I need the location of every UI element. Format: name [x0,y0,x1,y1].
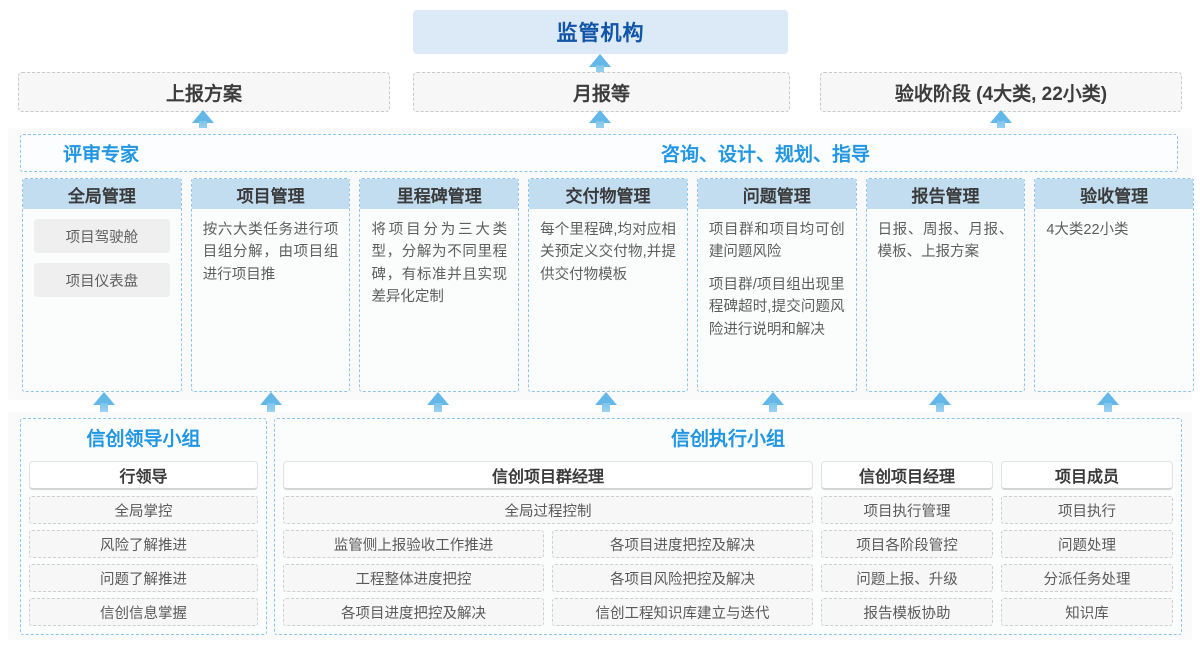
management-band: 评审专家 咨询、设计、规划、指导 全局管理 项目驾驶舱 项目仪表盘 项目管理 按… [8,128,1195,400]
role-item[interactable]: 报告模板协助 [821,598,993,626]
column-description: 4大类22小类 [1046,222,1129,238]
group-title-execution: 信创执行小组 [670,429,785,450]
role-item[interactable]: 项目执行管理 [821,496,993,524]
arrow-head-icon [1097,392,1119,405]
column-body: 将项目分为三大类型，分解为不同里程碑，有标准并且实现差异化定制 [360,209,518,391]
role-item[interactable]: 各项目进度把控及解决 [552,530,813,558]
banner-label-consulting: 咨询、设计、规划、指导 [661,144,871,166]
role-item-full-width[interactable]: 全局过程控制 [283,496,813,524]
role-item[interactable]: 问题了解推进 [29,564,258,592]
group-leadership: 信创领导小组 行领导 全局掌控 风险了解推进 问题了解推进 信创信息掌握 [20,418,267,635]
chip-item[interactable]: 项目仪表盘 [34,263,170,297]
role-column-program-manager: 信创项目群经理 全局过程控制 监管侧上报验收工作推进 工程整体进度把控 各项目进… [283,461,813,626]
program-manager-right-items: 各项目进度把控及解决 各项目风险把控及解决 信创工程知识库建立与迭代 [552,530,813,626]
role-item[interactable]: 工程整体进度把控 [283,564,544,592]
role-header: 信创项目经理 [821,461,993,490]
regulator-box: 监管机构 [413,10,788,54]
arrow-head-icon [990,110,1012,123]
role-item[interactable]: 问题处理 [1001,530,1173,558]
arrow-head-icon [589,110,611,123]
column-description: 按六大类任务进行项目组分解，由项目组进行项目推 [202,222,339,283]
column-header: 报告管理 [866,179,1025,209]
column-body: 项目群和项目均可创建问题风险 项目群/项目组出现里程碑超时,提交问题风险进行说明… [698,209,856,391]
program-manager-subcolumns: 监管侧上报验收工作推进 工程整体进度把控 各项目进度把控及解决 各项目进度把控及… [283,530,813,626]
column-description: 每个里程碑,均对应相关预定义交付物,并提供交付物模板 [540,222,676,283]
teams-band: 信创领导小组 行领导 全局掌控 风险了解推进 问题了解推进 信创信息掌握 信创执… [8,412,1192,640]
column-header: 项目管理 [191,179,350,209]
column-header: 全局管理 [23,179,181,209]
arrow-head-icon [589,54,611,67]
role-item[interactable]: 信创信息掌握 [29,598,258,626]
program-manager-left-items: 监管侧上报验收工作推进 工程整体进度把控 各项目进度把控及解决 [283,530,544,626]
column-project-management[interactable]: 项目管理 按六大类任务进行项目组分解，由项目组进行项目推 [190,178,351,392]
column-header: 验收管理 [1035,179,1194,209]
role-item[interactable]: 风险了解推进 [29,530,258,558]
column-header: 里程碑管理 [360,179,519,209]
report-box-acceptance: 验收阶段 (4大类, 22小类) [820,72,1182,112]
role-column-project-manager: 信创项目经理 项目执行管理 项目各阶段管控 问题上报、升级 报告模板协助 [821,461,993,626]
column-description: 将项目分为三大类型，分解为不同里程碑，有标准并且实现差异化定制 [371,222,508,306]
role-item[interactable]: 知识库 [1001,598,1173,626]
group-execution: 信创执行小组 信创项目群经理 全局过程控制 监管侧上报验收工作推进 工程整体进度… [274,418,1182,635]
column-body: 每个里程碑,均对应相关预定义交付物,并提供交付物模板 [529,209,687,391]
column-deliverable-management[interactable]: 交付物管理 每个里程碑,均对应相关预定义交付物,并提供交付物模板 [528,178,688,392]
column-acceptance-management[interactable]: 验收管理 4大类22小类 [1034,178,1195,392]
report-box-monthly: 月报等 [413,72,790,112]
column-report-management[interactable]: 报告管理 日报、周报、月报、模板、上报方案 [865,178,1026,392]
column-body: 4大类22小类 [1035,209,1193,391]
column-body: 项目驾驶舱 项目仪表盘 [23,209,181,391]
management-columns: 全局管理 项目驾驶舱 项目仪表盘 项目管理 按六大类任务进行项目组分解，由项目组… [22,178,1195,392]
role-item[interactable]: 各项目风险把控及解决 [552,564,813,592]
column-description: 日报、周报、月报、模板、上报方案 [877,222,1014,261]
role-item[interactable]: 监管侧上报验收工作推进 [283,530,544,558]
column-milestone-management[interactable]: 里程碑管理 将项目分为三大类型，分解为不同里程碑，有标准并且实现差异化定制 [359,178,520,392]
arrow-head-icon [929,392,951,405]
advisory-banner: 评审专家 咨询、设计、规划、指导 [20,134,1178,172]
role-item[interactable]: 问题上报、升级 [821,564,993,592]
arrow-head-icon [260,392,282,405]
role-item[interactable]: 各项目进度把控及解决 [283,598,544,626]
role-column-project-member: 项目成员 项目执行 问题处理 分派任务处理 知识库 [1001,461,1173,626]
column-header: 问题管理 [697,179,856,209]
role-item[interactable]: 项目各阶段管控 [821,530,993,558]
column-issue-management[interactable]: 问题管理 项目群和项目均可创建问题风险 项目群/项目组出现里程碑超时,提交问题风… [696,178,857,392]
role-header: 项目成员 [1001,461,1173,490]
column-body: 按六大类任务进行项目组分解，由项目组进行项目推 [192,209,350,391]
report-box-plan: 上报方案 [18,72,390,112]
arrow-head-icon [427,392,449,405]
role-item[interactable]: 项目执行 [1001,496,1173,524]
column-global-management[interactable]: 全局管理 项目驾驶舱 项目仪表盘 [22,178,182,392]
arrow-head-icon [192,110,214,123]
arrow-head-icon [595,392,617,405]
chip-item[interactable]: 项目驾驶舱 [34,219,170,253]
role-column-bank-leader: 行领导 全局掌控 风险了解推进 问题了解推进 信创信息掌握 [29,461,258,626]
column-header: 交付物管理 [529,179,687,209]
group-title-leadership: 信创领导小组 [86,429,201,450]
column-description: 项目群和项目均可创建问题风险 [708,222,845,261]
execution-roles: 信创项目群经理 全局过程控制 监管侧上报验收工作推进 工程整体进度把控 各项目进… [283,461,1173,626]
role-item[interactable]: 全局掌控 [29,496,258,524]
banner-label-review-experts: 评审专家 [63,144,140,166]
leadership-roles: 行领导 全局掌控 风险了解推进 问题了解推进 信创信息掌握 [29,461,258,626]
column-body: 日报、周报、月报、模板、上报方案 [867,209,1025,391]
role-item[interactable]: 分派任务处理 [1001,564,1173,592]
role-item[interactable]: 信创工程知识库建立与迭代 [552,598,813,626]
arrow-head-icon [93,392,115,405]
column-description-secondary: 项目群/项目组出现里程碑超时,提交问题风险进行说明和解决 [708,276,845,338]
role-header: 行领导 [29,461,258,490]
role-header: 信创项目群经理 [283,461,813,490]
arrow-head-icon [762,392,784,405]
